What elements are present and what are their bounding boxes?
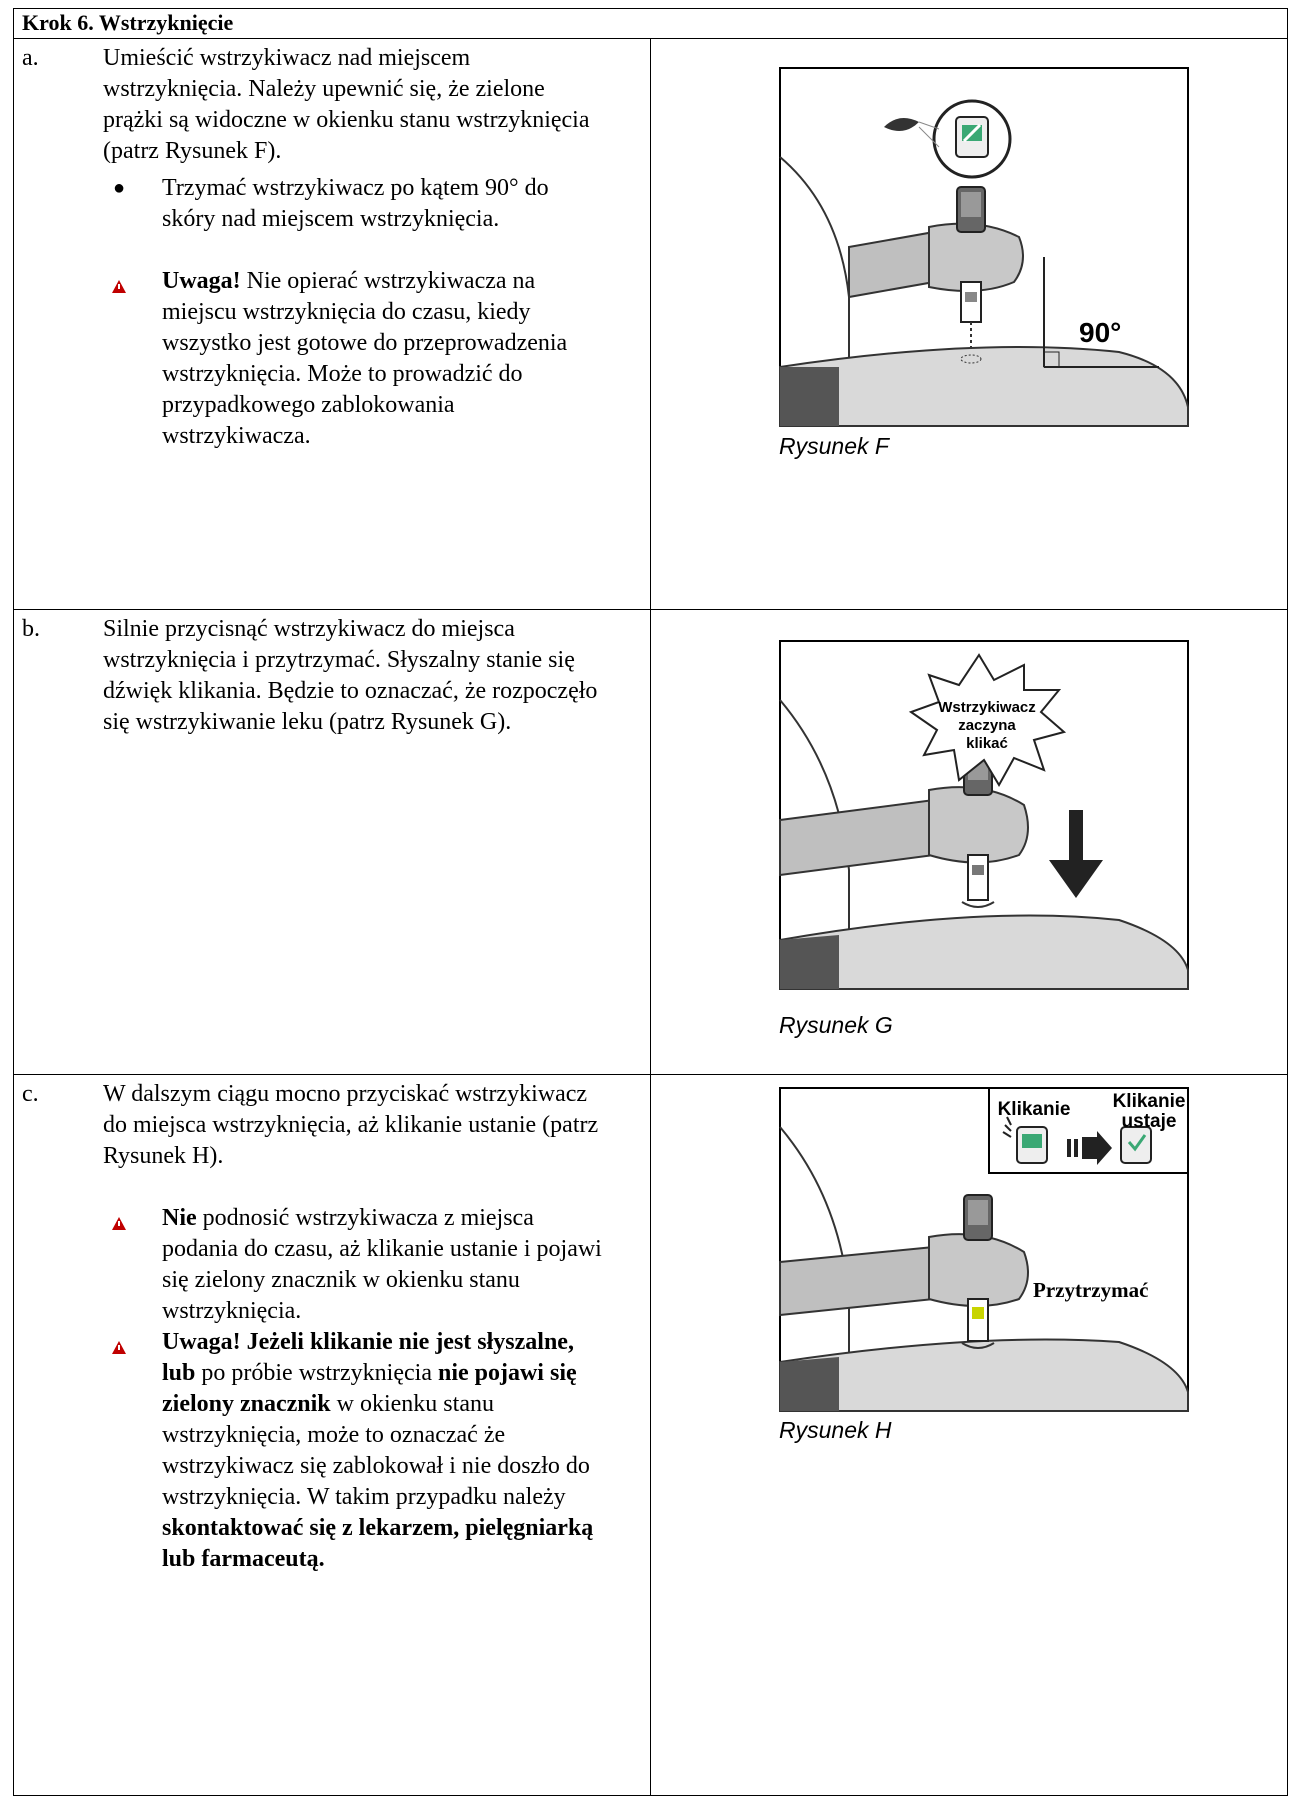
step-letter: a. — [22, 45, 39, 71]
bullet-icon: ● — [112, 177, 126, 199]
step-b-figure-cell: Wstrzykiwacz zaczyna klikać Rysunek G — [650, 609, 1288, 1075]
step-a-text-cell: a. Umieścić wstrzykiwacz nad miejscem ws… — [13, 38, 651, 610]
bullet-text: Trzymać wstrzykiwacz po kątem 90° do skó… — [162, 175, 549, 232]
warning-triangle-icon — [104, 266, 134, 297]
step-text: W dalszym ciągu mocno przyciskać wstrzyk… — [103, 1081, 599, 1169]
warning-triangle-icon — [104, 1203, 134, 1234]
warning-text: podnosić wstrzykiwacza z miejsca podania… — [162, 1205, 602, 1324]
step-text: Umieścić wstrzykiwacz nad miejscem wstrz… — [103, 45, 590, 164]
figure-g-illustration: Wstrzykiwacz zaczyna klikać — [779, 640, 1189, 990]
figure-f-caption: Rysunek F — [779, 433, 889, 459]
step-row-b: b. Silnie przycisnąć wstrzykiwacz do mie… — [13, 609, 1288, 1075]
warning-bold: nie pojawi się zielony znacznik — [162, 1360, 577, 1417]
instruction-table: Krok 6. Wstrzyknięcie a. Umieścić wstrzy… — [13, 8, 1288, 1796]
warning-text: po próbie wstrzyknięcia — [195, 1360, 438, 1386]
label-clicking: Klikanie — [998, 1099, 1071, 1120]
warning-bold: Nie — [162, 1205, 197, 1231]
figure-f-illustration: 90° — [779, 67, 1189, 427]
step-c-figure-cell: Klikanie Klikanie ustaje Przytrzymać Rys… — [650, 1074, 1288, 1796]
warning-bold: Uwaga! Jeżeli klikanie nie jest słyszaln… — [162, 1329, 574, 1386]
step-row-a: a. Umieścić wstrzykiwacz nad miejscem ws… — [13, 38, 1288, 610]
label-clicking-stops-line1: Klikanie — [1113, 1091, 1186, 1112]
label-clicking-stops-line2: ustaje — [1122, 1111, 1177, 1132]
figure-g-caption: Rysunek G — [779, 1012, 893, 1038]
burst-text-line3: klikać — [966, 735, 1008, 752]
burst-text-line2: zaczyna — [958, 717, 1016, 734]
bullet-item: ● Trzymać wstrzykiwacz po kątem 90° do s… — [113, 173, 602, 235]
warning-item: Nie podnosić wstrzykiwacza z miejsca pod… — [112, 1203, 602, 1327]
step-heading: Krok 6. Wstrzyknięcie — [13, 8, 1288, 39]
warning-bold: Uwaga! — [162, 268, 241, 294]
step-letter: b. — [22, 616, 40, 642]
warning-triangle-icon — [104, 1327, 134, 1358]
step-row-c: c. W dalszym ciągu mocno przyciskać wstr… — [13, 1074, 1288, 1796]
step-b-text-cell: b. Silnie przycisnąć wstrzykiwacz do mie… — [13, 609, 651, 1075]
burst-text-line1: Wstrzykiwacz — [938, 699, 1036, 716]
figure-h-caption: Rysunek H — [779, 1417, 892, 1443]
warning-bold: skontaktować się z lekarzem, pielęgniark… — [162, 1515, 594, 1572]
step-c-text-cell: c. W dalszym ciągu mocno przyciskać wstr… — [13, 1074, 651, 1796]
warning-item: Uwaga! Jeżeli klikanie nie jest słyszaln… — [112, 1327, 602, 1575]
step-a-figure-cell: 90° Rysunek F — [650, 38, 1288, 610]
warning-text: Nie opierać wstrzykiwacza na miejscu wst… — [162, 268, 568, 449]
step-text: Silnie przycisnąć wstrzykiwacz do miejsc… — [103, 616, 598, 735]
step-letter: c. — [22, 1081, 39, 1107]
warning-item: Uwaga! Nie opierać wstrzykiwacza na miej… — [112, 266, 602, 452]
label-hold: Przytrzymać — [1033, 1278, 1148, 1302]
warning-text: w okienku stanu wstrzyknięcia, może to o… — [162, 1391, 590, 1510]
figure-h-illustration: Klikanie Klikanie ustaje Przytrzymać — [779, 1087, 1189, 1412]
angle-label: 90° — [1079, 317, 1121, 348]
